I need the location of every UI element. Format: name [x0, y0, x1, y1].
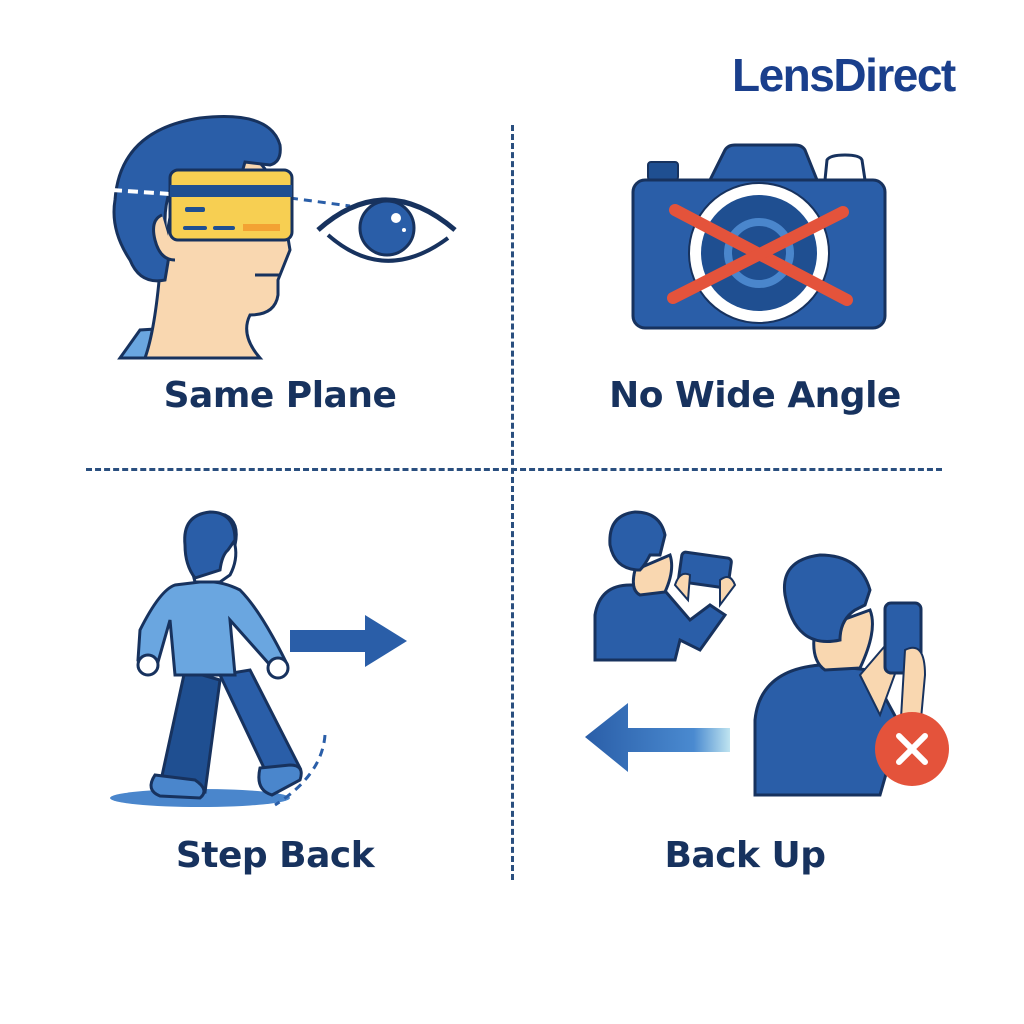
brand-logo: LensDirect	[732, 49, 956, 101]
small-person-icon	[593, 510, 737, 662]
step-back-illustration	[110, 510, 407, 807]
large-person-icon	[753, 553, 927, 797]
card-icon	[168, 168, 294, 242]
horizontal-divider	[86, 468, 942, 471]
cross-out-icon	[667, 204, 853, 306]
same-plane-illustration	[111, 115, 457, 360]
error-x-icon	[875, 712, 949, 786]
no-wide-angle-illustration	[631, 143, 887, 330]
arrow-left-icon	[585, 703, 730, 772]
back-up-illustration	[585, 510, 949, 797]
panel-label-back-up: Back Up	[664, 835, 826, 876]
eye-icon	[316, 197, 457, 263]
panel-label-same-plane: Same Plane	[163, 375, 397, 416]
panel-label-step-back: Step Back	[175, 835, 375, 876]
vertical-divider	[511, 125, 514, 880]
arrow-right-icon	[290, 615, 407, 667]
panel-label-no-wide-angle: No Wide Angle	[609, 375, 901, 416]
